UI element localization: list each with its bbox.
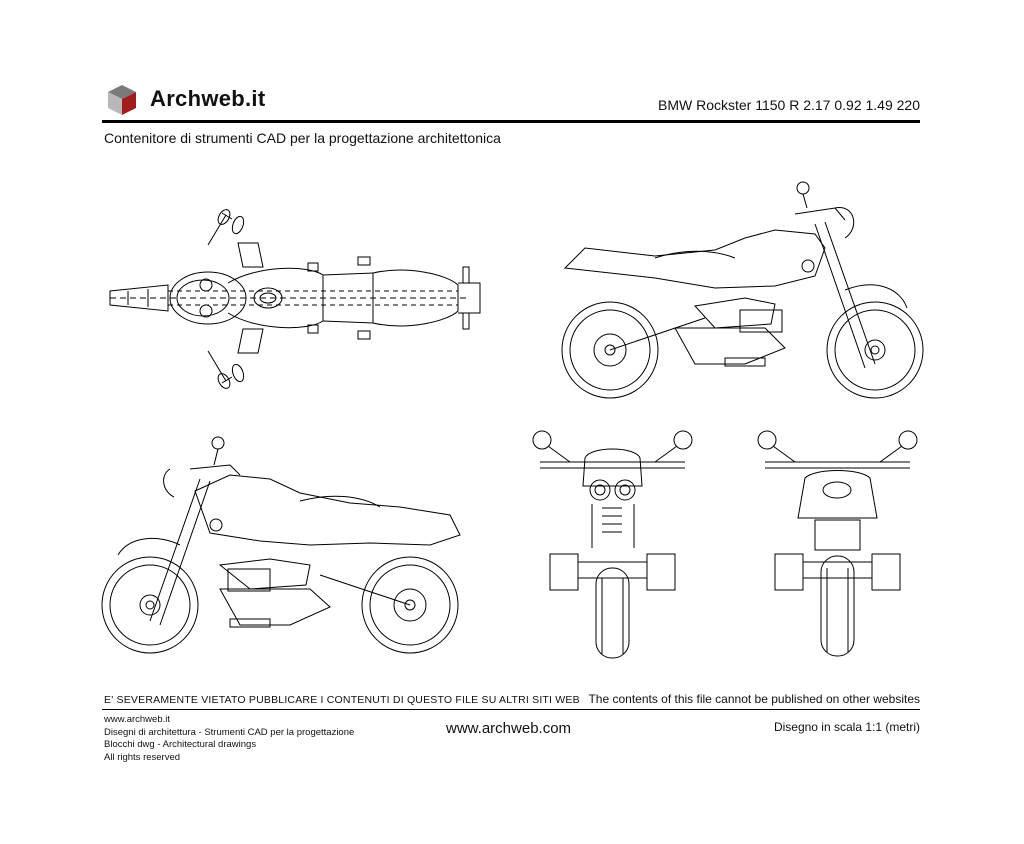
header-divider <box>102 120 920 123</box>
motorcycle-top-view <box>108 205 488 405</box>
footer-line-rights: All rights reserved <box>104 751 181 763</box>
drawing-title: BMW Rockster 1150 R 2.17 0.92 1.49 220 <box>658 97 920 113</box>
motorcycle-left-side-view <box>100 435 480 660</box>
footer-info: www.archweb.it Disegni di architettura -… <box>104 714 354 764</box>
motorcycle-front-view <box>530 428 695 658</box>
footer-line-website: www.archweb.it <box>104 714 170 725</box>
motorcycle-right-side-view <box>545 178 925 403</box>
logo-text: Archweb.it <box>150 86 266 111</box>
copyright-warning-english: The contents of this file cannot be publ… <box>588 692 920 706</box>
footer-line-description: Disegni di architettura - Strumenti CAD … <box>104 726 355 738</box>
footer-url: www.archweb.com <box>446 720 572 737</box>
scale-note: Disegno in scala 1:1 (metri) <box>773 720 920 734</box>
page-subtitle: Contenitore di strumenti CAD per la prog… <box>104 130 501 146</box>
footer-line-blocks: Blocchi dwg - Architectural drawings <box>104 739 257 750</box>
footer-divider <box>102 709 920 710</box>
copyright-warning-italian: E' SEVERAMENTE VIETATO PUBBLICARE I CONT… <box>104 694 580 706</box>
archweb-logo-icon <box>108 85 136 115</box>
motorcycle-rear-view <box>755 428 920 658</box>
